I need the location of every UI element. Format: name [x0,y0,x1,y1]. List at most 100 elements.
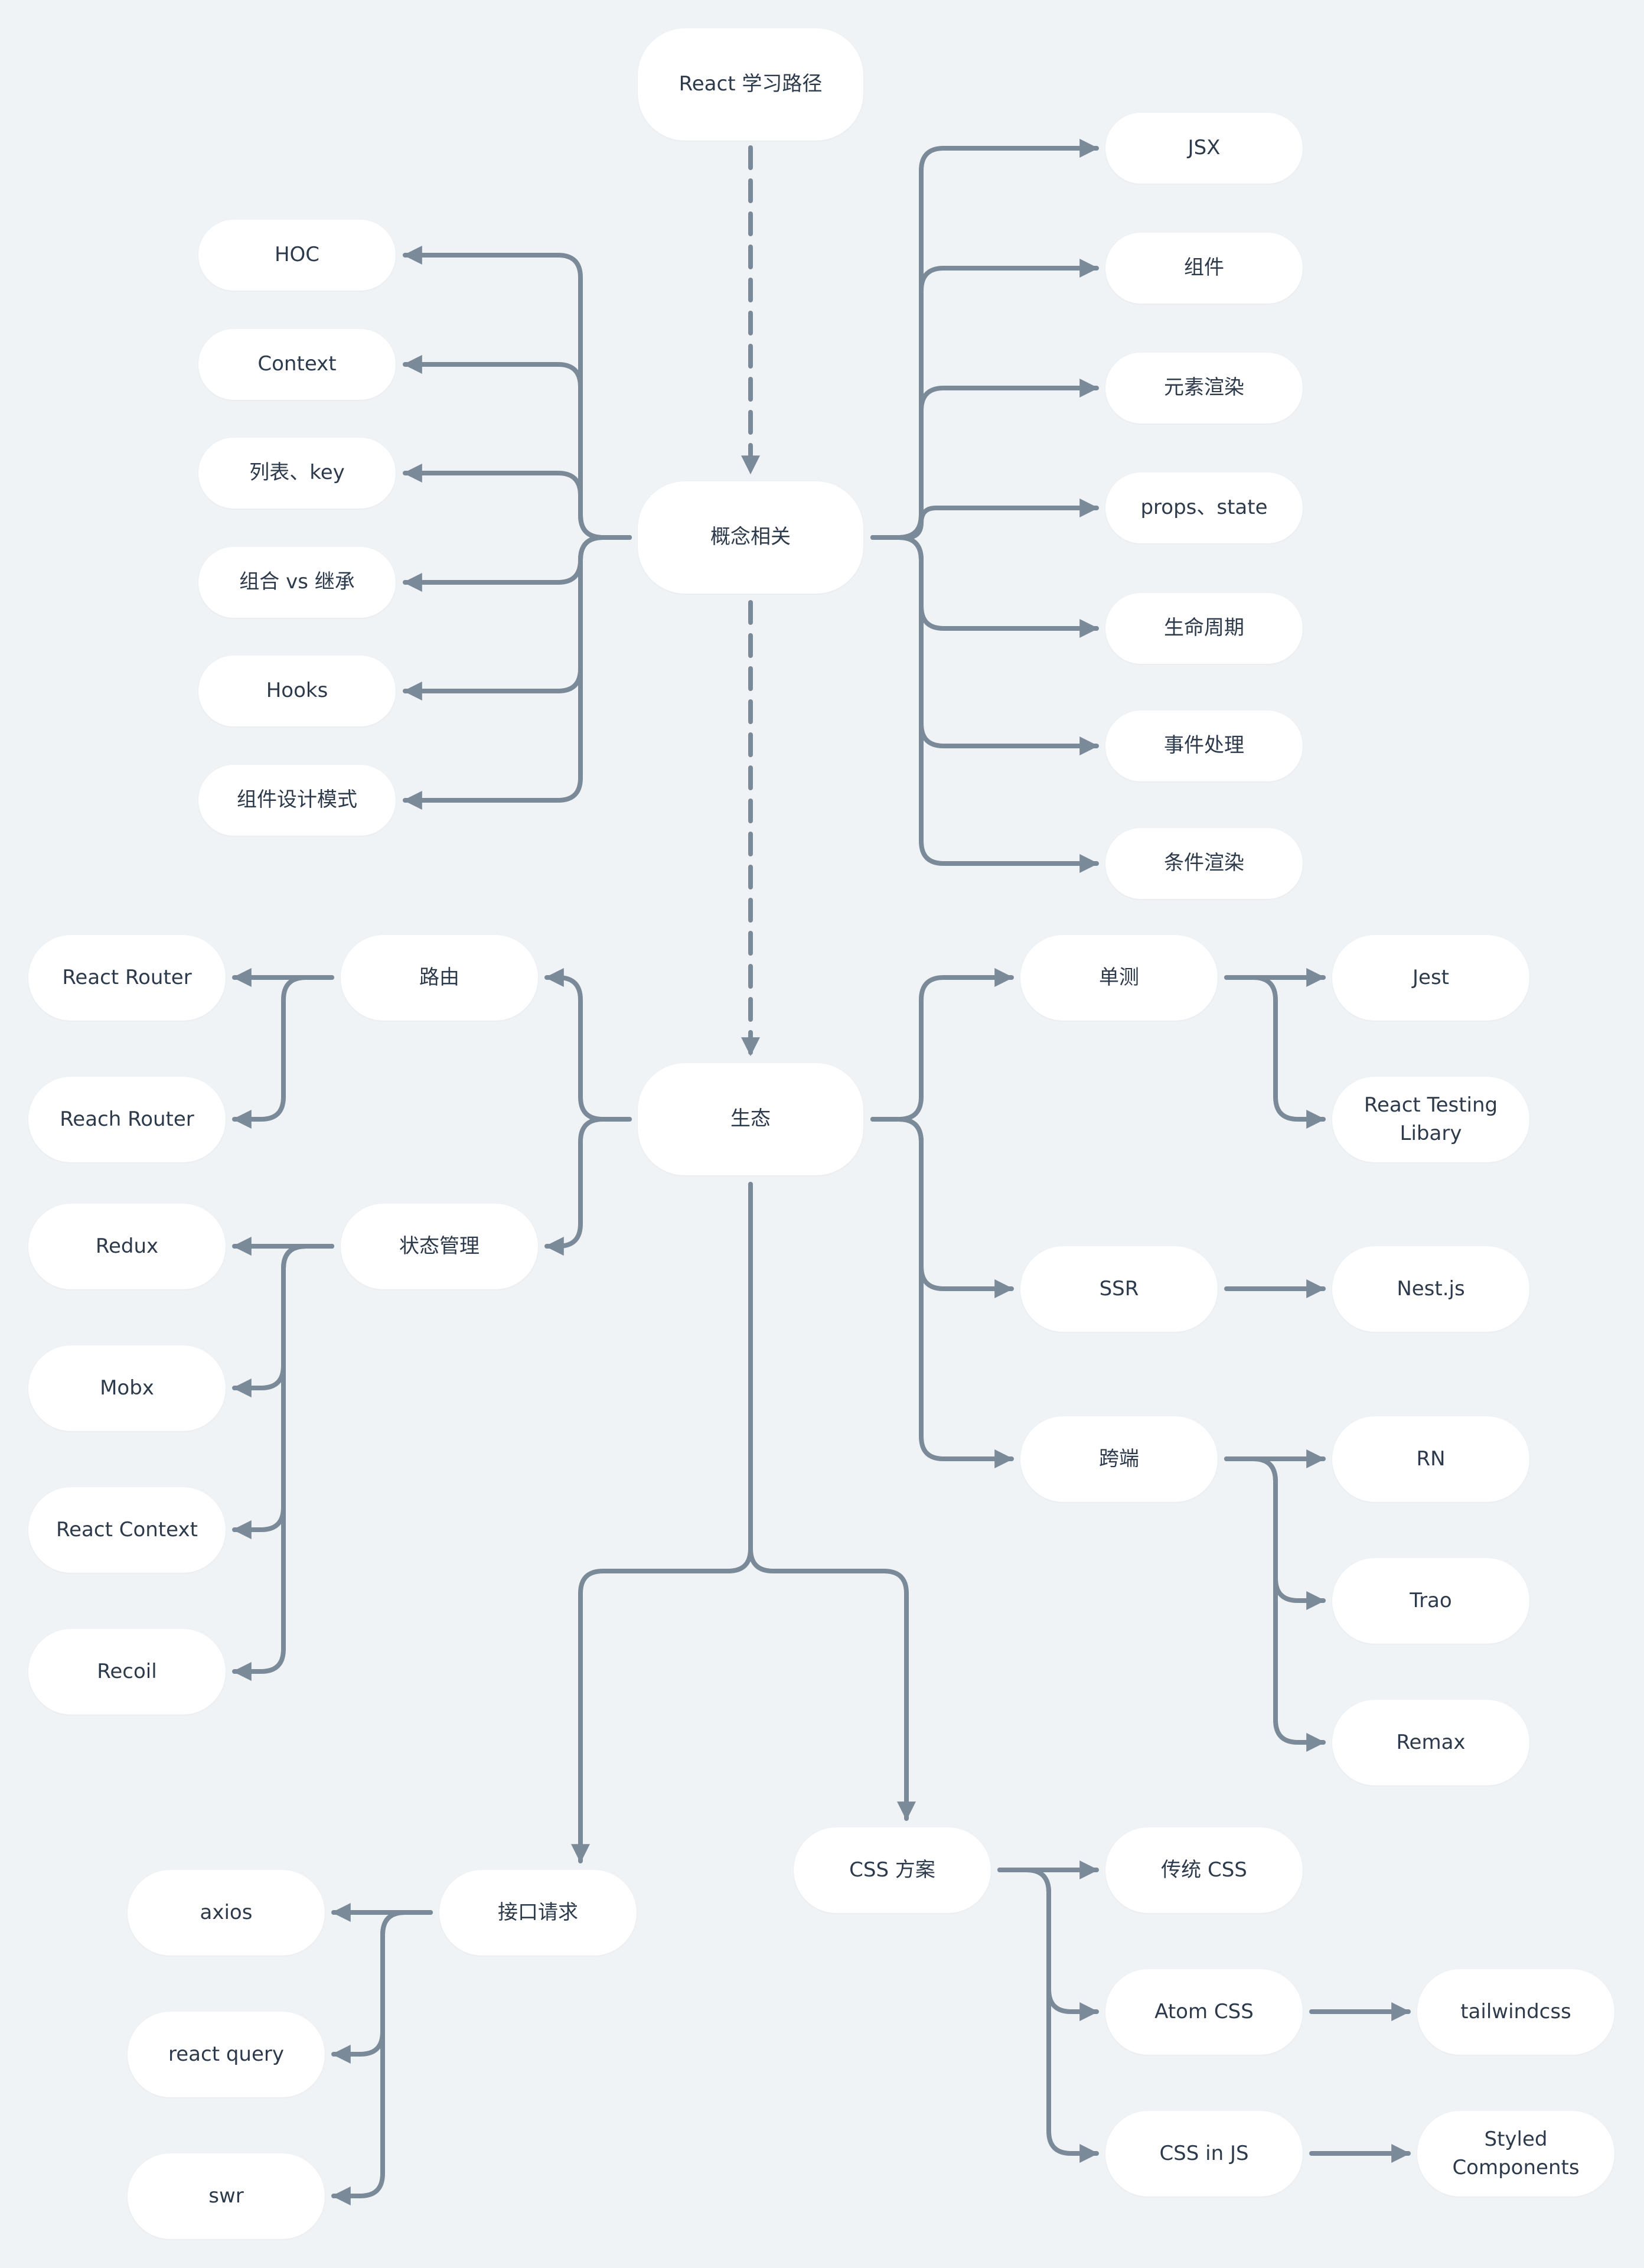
connector-eco-state [544,1117,632,1256]
node-axios-label: axios [200,1900,253,1924]
node-list-key: 列表、key [198,438,396,509]
connector-eco-css [748,1182,916,1821]
node-css-solution: CSS 方案 [794,1827,991,1913]
node-state-management: 状态管理 [341,1204,538,1289]
node-react-router: React Router [28,935,226,1021]
node-css-solution-label: CSS 方案 [849,1858,935,1882]
node-state-management-label: 状态管理 [399,1234,480,1258]
node-react-testing-library: React Testing Libary [1332,1077,1529,1162]
connector-crossplatform-2 [1224,1456,1326,1752]
connector-concepts-right-1 [870,259,1099,540]
node-mobx-label: Mobx [100,1376,154,1400]
node-element-render: 元素渲染 [1105,353,1303,423]
node-css-in-js: CSS in JS [1105,2111,1303,2197]
connector-eco-crossplatform [870,1117,1014,1468]
node-styled-components-label: Styled Components [1452,2127,1580,2179]
node-hooks: Hooks [198,656,396,726]
node-props-state: props、state [1105,472,1303,543]
node-cross-platform-label: 跨端 [1099,1446,1139,1471]
node-react-context-label: React Context [56,1517,198,1542]
connector-api-2 [331,1910,433,2205]
node-hooks-label: Hooks [266,679,328,703]
connector-concepts-right-2 [870,379,1099,540]
node-tailwindcss: tailwindcss [1417,1969,1614,2055]
node-redux-label: Redux [95,1234,159,1258]
node-atom-css: Atom CSS [1105,1969,1303,2055]
node-api-request-label: 接口请求 [498,1900,578,1924]
node-lifecycle-label: 生命周期 [1164,616,1244,640]
node-react-testing-library-label: React Testing Libary [1364,1093,1498,1145]
node-conditional-render: 条件渲染 [1105,828,1303,899]
node-react-query: react query [128,2012,325,2097]
node-context-label: Context [257,352,337,376]
connector-concepts-left-5 [403,535,632,810]
node-ecosystem: 生态 [638,1063,863,1175]
connector-concepts-right-0 [870,139,1099,540]
node-remax: Remax [1332,1700,1529,1785]
connector-eco-testing [870,968,1014,1122]
node-trao-label: Trao [1410,1588,1452,1612]
node-cross-platform: 跨端 [1020,1416,1218,1502]
node-react-router-label: React Router [62,965,192,989]
connector-concepts-right-3 [870,498,1099,540]
node-atom-css-label: Atom CSS [1154,1999,1254,2023]
node-react-query-label: react query [168,2042,284,2066]
node-swr-label: swr [208,2184,244,2208]
node-recoil: Recoil [28,1629,226,1715]
node-tailwindcss-label: tailwindcss [1460,1999,1571,2023]
node-composition-label: 组合 vs 继承 [239,570,355,594]
connector-eco-routing [544,968,632,1122]
node-concepts: 概念相关 [638,481,863,594]
connector-concepts-right-6 [870,535,1099,873]
node-hoc-label: HOC [274,243,320,267]
node-ssr-label: SSR [1099,1276,1139,1301]
node-traditional-css: 传统 CSS [1105,1827,1303,1913]
node-unit-test: 单测 [1020,935,1218,1021]
connector-concepts-right-5 [870,535,1099,755]
node-design-patterns-label: 组件设计模式 [237,788,357,812]
connector-concepts-left-0 [403,246,632,540]
node-mobx: Mobx [28,1345,226,1431]
node-lifecycle: 生命周期 [1105,593,1303,664]
node-remax-label: Remax [1396,1730,1466,1754]
connector-concepts-left-1 [403,355,632,540]
connector-eco-api [571,1182,753,1863]
node-design-patterns: 组件设计模式 [198,765,396,836]
node-styled-components: Styled Components [1417,2111,1614,2197]
connector-concepts-right-4 [870,535,1099,638]
node-ecosystem-label: 生态 [730,1107,771,1131]
connector-routing-1 [232,975,334,1129]
connector-eco-ssr [870,1117,1014,1298]
node-reach-router: Reach Router [28,1077,226,1162]
node-rn-label: RN [1416,1446,1446,1471]
node-jest-label: Jest [1413,965,1449,989]
connector-concepts-left-4 [403,535,632,700]
node-hoc: HOC [198,220,396,291]
node-element-render-label: 元素渲染 [1164,376,1244,400]
node-recoil-label: Recoil [97,1659,157,1683]
node-css-in-js-label: CSS in JS [1159,2141,1249,2165]
node-unit-test-label: 单测 [1099,965,1139,989]
node-event-handling: 事件处理 [1105,711,1303,781]
node-trao: Trao [1332,1558,1529,1644]
node-nestjs: Nest.js [1332,1246,1529,1332]
node-component: 组件 [1105,233,1303,304]
node-axios: axios [128,1870,325,1956]
node-root: React 学习路径 [638,28,863,141]
node-list-key-label: 列表、key [249,461,345,485]
node-swr: swr [128,2153,325,2239]
connector-testing-1 [1224,975,1326,1129]
node-traditional-css-label: 传统 CSS [1161,1858,1247,1882]
node-jest: Jest [1332,935,1529,1021]
node-context: Context [198,329,396,400]
node-event-handling-label: 事件处理 [1164,734,1244,758]
node-api-request: 接口请求 [439,1870,637,1956]
node-props-state-label: props、state [1140,496,1268,520]
node-routing: 路由 [341,935,538,1021]
node-jsx-label: JSX [1188,136,1221,160]
node-ssr: SSR [1020,1246,1218,1332]
node-composition: 组合 vs 继承 [198,547,396,618]
node-redux: Redux [28,1204,226,1289]
